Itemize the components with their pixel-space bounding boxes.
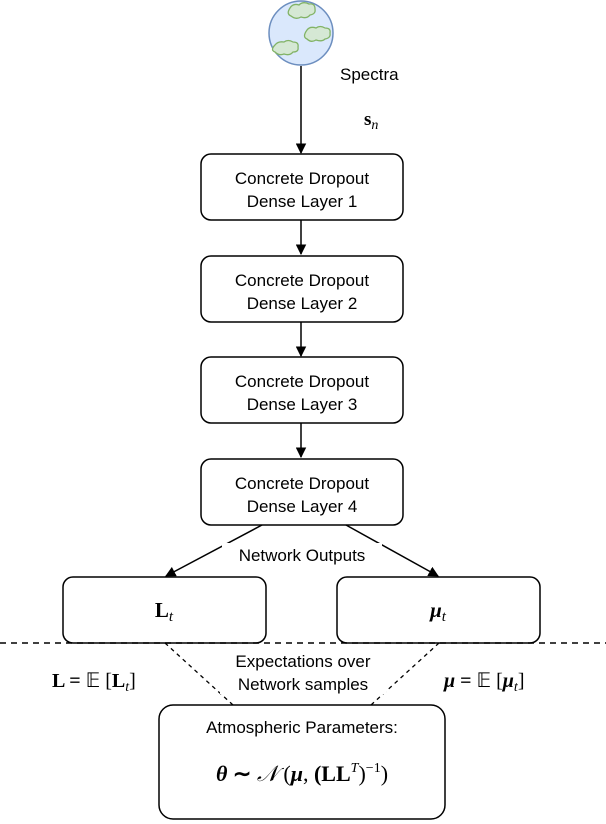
right-expectation-equation: μ = 𝔼 [μt] xyxy=(443,670,524,695)
layer-label-line1: Concrete Dropout xyxy=(235,271,369,290)
output-L-symbol: Lt xyxy=(155,598,174,625)
left-expectation-equation: L = 𝔼 [Lt] xyxy=(52,670,136,695)
output-mu-box: μt xyxy=(336,576,541,644)
input-symbol: sn xyxy=(364,109,378,133)
layer-label-line2: Dense Layer 4 xyxy=(247,497,358,516)
network-outputs-label-bg xyxy=(222,543,382,565)
layer-label-line2: Dense Layer 1 xyxy=(247,192,358,211)
expectations-label-line1: Expectations over xyxy=(235,652,370,671)
dense-layer-3-box: Concrete Dropout Dense Layer 3 xyxy=(200,356,404,424)
layer-label-line2: Dense Layer 3 xyxy=(247,395,358,414)
output-mu-symbol: μt xyxy=(429,598,447,625)
layer-label-line2: Dense Layer 2 xyxy=(247,294,358,313)
result-formula: θ ∼ 𝒩 (μ, (LLT)−1) xyxy=(216,761,388,786)
arrow-layer4-to-mu xyxy=(345,524,439,577)
planet-icon xyxy=(268,0,334,66)
expectations-label-bg xyxy=(220,650,386,694)
atmospheric-parameters-box: Atmospheric Parameters: θ ∼ 𝒩 (μ, (LLT)−… xyxy=(158,704,446,820)
expectations-label-line2: Network samples xyxy=(238,675,368,694)
layer-label-line1: Concrete Dropout xyxy=(235,372,369,391)
result-title: Atmospheric Parameters: xyxy=(206,718,398,737)
dense-layer-2-box: Concrete Dropout Dense Layer 2 xyxy=(200,255,404,323)
arrow-layer4-to-L xyxy=(165,524,263,577)
output-L-box: Lt xyxy=(62,576,267,644)
dense-layer-1-box: Concrete Dropout Dense Layer 1 xyxy=(200,153,404,221)
network-outputs-label: Network Outputs xyxy=(239,546,366,565)
layer-label-line1: Concrete Dropout xyxy=(235,169,369,188)
layer-label-line1: Concrete Dropout xyxy=(235,474,369,493)
cloud-icon xyxy=(271,39,299,56)
spectra-label: Spectra xyxy=(340,65,399,84)
dense-layer-4-box: Concrete Dropout Dense Layer 4 xyxy=(200,458,404,526)
cloud-icon xyxy=(303,25,331,42)
cloud-icon xyxy=(287,2,316,19)
